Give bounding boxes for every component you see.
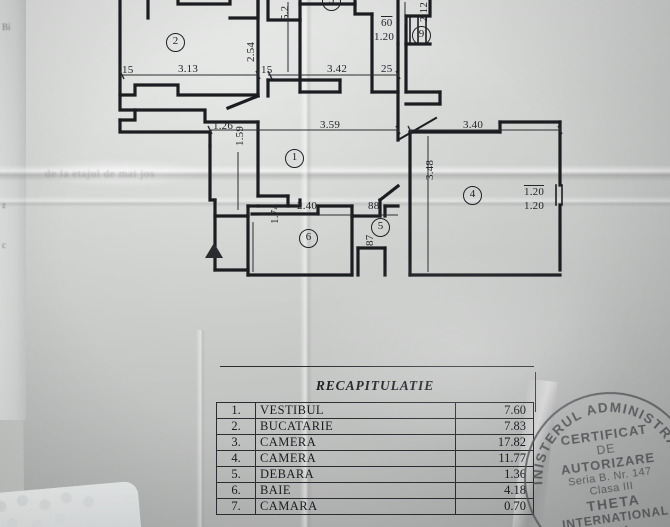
dimension-5-2: 5.2 xyxy=(279,5,291,20)
table-body: 1. VESTIBUL 7.60 2. BUCATARIE 7.83 3. CA… xyxy=(216,402,534,515)
table-right-rule xyxy=(535,372,536,412)
dimension-1-26: 1.26 xyxy=(213,120,234,132)
table-row: 1. VESTIBUL 7.60 xyxy=(216,402,534,419)
room-area: 0.70 xyxy=(455,498,534,515)
dimension-3-13: 3.13 xyxy=(178,63,199,75)
window-room4-width: 1.20 xyxy=(524,186,545,198)
dimension-88: 88 xyxy=(368,200,380,212)
dimension-2-12: 2.12 xyxy=(418,1,430,22)
north-arrow-icon xyxy=(205,243,223,258)
dimension-15-mid: 15 xyxy=(261,64,273,76)
underpage-fragment: z xyxy=(2,200,6,210)
room-name: DEBARA xyxy=(255,466,456,483)
room-number-4: 4 xyxy=(463,186,482,205)
dimension-2-40: 2.40 xyxy=(297,200,318,212)
dimension-87: 87 xyxy=(364,234,376,246)
room-area: 7.83 xyxy=(455,418,534,435)
room-area: 7.60 xyxy=(455,402,534,419)
underlying-page-edge: Bi z c xyxy=(0,0,26,420)
dimension-3-59: 3.59 xyxy=(320,119,341,131)
row-number: 1. xyxy=(216,402,256,419)
table-row: 4. CAMERA 11.77 xyxy=(216,450,534,467)
dimension-15-left: 15 xyxy=(122,64,134,76)
row-number: 3. xyxy=(216,434,256,451)
room-name: BUCATARIE xyxy=(255,418,456,435)
dimension-25: 25 xyxy=(381,63,393,75)
table-row: 5. DEBARA 1.36 xyxy=(216,466,534,483)
table-top-rule xyxy=(220,366,534,367)
row-number: 2. xyxy=(216,418,256,435)
recapitulation-table: RECAPITULATIE 1. VESTIBUL 7.60 2. BUCATA… xyxy=(216,366,536,515)
row-number: 5. xyxy=(216,466,256,483)
dimension-2-54: 2.54 xyxy=(245,41,257,62)
dimension-1-74: 1.74 xyxy=(269,203,281,224)
table-row: 3. CAMERA 17.82 xyxy=(216,434,534,451)
table-row: 6. BAIE 4.18 xyxy=(216,482,534,499)
room-name: CAMARA xyxy=(255,498,456,515)
room-area: 4.18 xyxy=(455,482,534,499)
dimension-3-42: 3.42 xyxy=(327,63,348,75)
row-number: 4. xyxy=(216,450,256,467)
dimension-1-59: 1.59 xyxy=(234,125,246,146)
row-number: 6. xyxy=(216,482,256,499)
dimension-3-40: 3.40 xyxy=(463,119,484,131)
window-room9-height: 1.20 xyxy=(374,31,395,43)
room-number-6: 6 xyxy=(299,229,318,248)
room-number-5: 5 xyxy=(371,218,390,237)
table-row: 7. CAMARA 0.70 xyxy=(216,498,534,515)
stamp-arc-text: MINISTERUL ADMINISTRATIEI xyxy=(515,383,670,495)
room-name: CAMERA xyxy=(255,450,456,467)
underpage-fragment: Bi xyxy=(2,22,11,32)
room-area: 1.36 xyxy=(455,466,534,483)
room-name: CAMERA xyxy=(255,434,456,451)
table-row: 2. BUCATARIE 7.83 xyxy=(216,418,534,435)
row-number: 7. xyxy=(216,498,256,515)
room-number-2: 2 xyxy=(166,33,185,52)
window-room4-height: 1.20 xyxy=(524,200,545,212)
authorization-stamp: MINISTERUL ADMINISTRATIEI CERTIFICAT DE … xyxy=(512,380,670,527)
underpage-fragment: c xyxy=(2,240,6,250)
room-name: VESTIBUL xyxy=(255,402,456,419)
room-number-1: 1 xyxy=(285,149,304,168)
dimension-3-48: 3.48 xyxy=(424,159,436,180)
window-room9-width: 60 xyxy=(381,17,393,29)
showthrough-text: de la etajul de mai jos xyxy=(45,168,156,180)
table-caption: RECAPITULATIE xyxy=(315,378,435,393)
room-number-9: 9 xyxy=(412,26,431,45)
room-name: BAIE xyxy=(255,482,456,499)
